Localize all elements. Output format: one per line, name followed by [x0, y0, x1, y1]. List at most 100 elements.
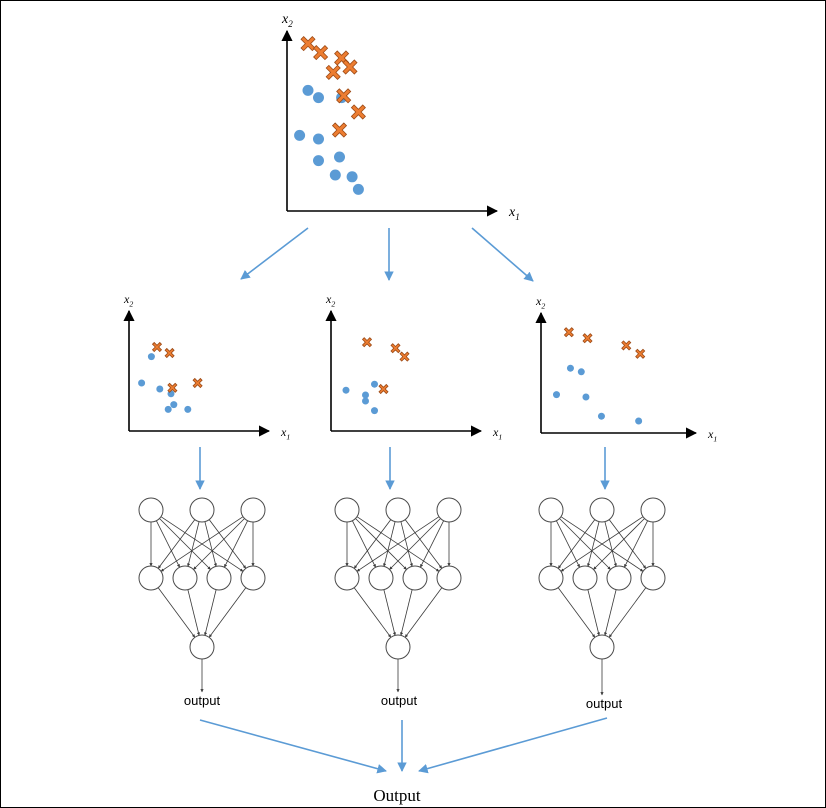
network-edge [383, 521, 396, 567]
data-point-circle [184, 405, 192, 413]
network-edge [187, 521, 200, 567]
network-edge [353, 519, 392, 569]
data-point-circle [362, 397, 369, 405]
output-node [385, 634, 411, 660]
data-point-circle [147, 353, 155, 361]
network-edge [557, 587, 596, 638]
data-point-cross [399, 351, 410, 362]
output-node [589, 634, 615, 660]
hidden-node [436, 565, 462, 591]
input-node [334, 497, 360, 523]
network-edge [557, 519, 596, 569]
network-output-label-1: output [184, 693, 221, 708]
hidden-node [606, 565, 632, 591]
network-edge [587, 589, 600, 636]
input-node [189, 497, 215, 523]
data-point-circle [294, 129, 306, 141]
network-edge [208, 519, 247, 569]
aggregate-arrow-right [418, 717, 608, 774]
subset-scatter-plot-1: x2 x1 [123, 292, 290, 442]
data-point-circle [346, 171, 358, 183]
input-node [640, 497, 666, 523]
hidden-node [402, 565, 428, 591]
x-axis-label: x1 [280, 425, 290, 442]
network-edge [593, 518, 645, 570]
data-point-cross [151, 341, 163, 353]
network-edge [157, 587, 196, 638]
y-axis-label: x2 [281, 12, 293, 29]
x-axis-label: x1 [492, 425, 502, 442]
data-point-cross [350, 104, 366, 120]
network-edge [560, 516, 644, 572]
hidden-node [572, 565, 598, 591]
data-point-circle [577, 368, 585, 376]
data-point-circle [156, 385, 164, 393]
network-edge [204, 521, 217, 567]
network-edge [404, 519, 443, 569]
network-edge [559, 518, 611, 570]
data-point-cross [621, 340, 632, 351]
input-node [538, 497, 564, 523]
hidden-node [368, 565, 394, 591]
data-point-circle [371, 380, 378, 388]
network-edge [353, 587, 392, 638]
x-axis-label-base: x [508, 205, 516, 220]
data-point-circle [313, 155, 324, 167]
data-point-circle [164, 405, 172, 413]
data-point-cross [635, 348, 646, 359]
network-edge [187, 589, 200, 636]
hidden-node [172, 565, 198, 591]
network-edge [355, 518, 407, 570]
data-point-cross [313, 45, 329, 61]
neural-network-2 [334, 497, 462, 693]
input-node [436, 497, 462, 523]
network-edge [604, 589, 617, 636]
network-output-label-2: output [381, 693, 418, 708]
input-node [138, 497, 164, 523]
data-point-cross [336, 88, 352, 104]
data-point-circle [582, 393, 590, 401]
y-axis-label-subscript: 2 [288, 19, 293, 29]
x-axis-label-base: x [707, 427, 714, 441]
network-edge [624, 520, 648, 568]
input-node [385, 497, 411, 523]
network-edge [160, 516, 244, 572]
network-edge [224, 520, 248, 568]
y-axis-label-base: x [281, 12, 289, 27]
network-edge [157, 519, 196, 569]
data-point-circle [334, 151, 345, 163]
network-edge [356, 516, 440, 572]
split-arrows [240, 227, 534, 282]
network-output-label-3: output [586, 696, 623, 711]
final-output-label: Output [373, 786, 421, 805]
aggregate-arrow-left [199, 719, 387, 774]
output-node [189, 634, 215, 660]
data-point-cross [192, 377, 203, 389]
data-point-cross [325, 64, 341, 80]
y-axis-label-base: x [325, 292, 332, 306]
hidden-node [640, 565, 666, 591]
hidden-node [334, 565, 360, 591]
y-axis-label-subscript: 2 [129, 300, 133, 309]
network-edge [400, 589, 413, 636]
x-axis-label: x1 [707, 427, 717, 444]
network-edge [400, 521, 413, 567]
split-arrow-right [471, 227, 534, 282]
input-node [240, 497, 266, 523]
data-point-circle [566, 364, 574, 372]
x-axis-label-subscript: 1 [286, 433, 290, 442]
y-axis-label: x2 [123, 292, 133, 309]
y-axis-label-subscript: 2 [331, 300, 335, 309]
x-axis-label-subscript: 1 [498, 433, 502, 442]
neural-network-3 [538, 497, 666, 696]
network-edge [420, 520, 444, 568]
data-point-cross [331, 122, 348, 138]
data-point-cross [164, 347, 175, 359]
network-edge [404, 587, 443, 638]
network-edge [608, 519, 647, 569]
network-edge [204, 589, 217, 636]
data-point-cross [378, 383, 389, 395]
data-point-circle [313, 92, 324, 104]
